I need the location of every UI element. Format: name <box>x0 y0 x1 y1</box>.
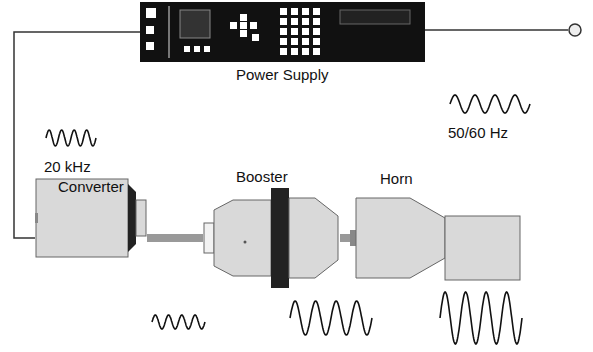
waveform <box>290 301 372 335</box>
part-label: Converter <box>58 178 124 196</box>
power-supply: Power Supply <box>140 2 425 86</box>
boost-shape <box>203 188 340 288</box>
horn-shape <box>350 190 522 286</box>
waveform <box>46 130 96 146</box>
conv-part: Converter <box>35 178 147 278</box>
horn-part: Horn <box>350 168 522 286</box>
stud-joint <box>340 238 350 239</box>
frequency-label: 20 kHz <box>44 158 91 176</box>
waveform <box>440 292 522 344</box>
boost-part: Booster <box>203 166 340 288</box>
power-supply-panel <box>140 2 425 62</box>
stud-joint <box>147 238 203 239</box>
waveform <box>450 95 530 113</box>
power-cord <box>425 29 568 31</box>
waveform <box>152 315 205 329</box>
plug <box>569 24 581 36</box>
part-label: Power Supply <box>236 66 329 84</box>
part-label: Horn <box>380 170 413 188</box>
frequency-label: 50/60 Hz <box>448 124 508 142</box>
part-label: Booster <box>236 168 288 186</box>
